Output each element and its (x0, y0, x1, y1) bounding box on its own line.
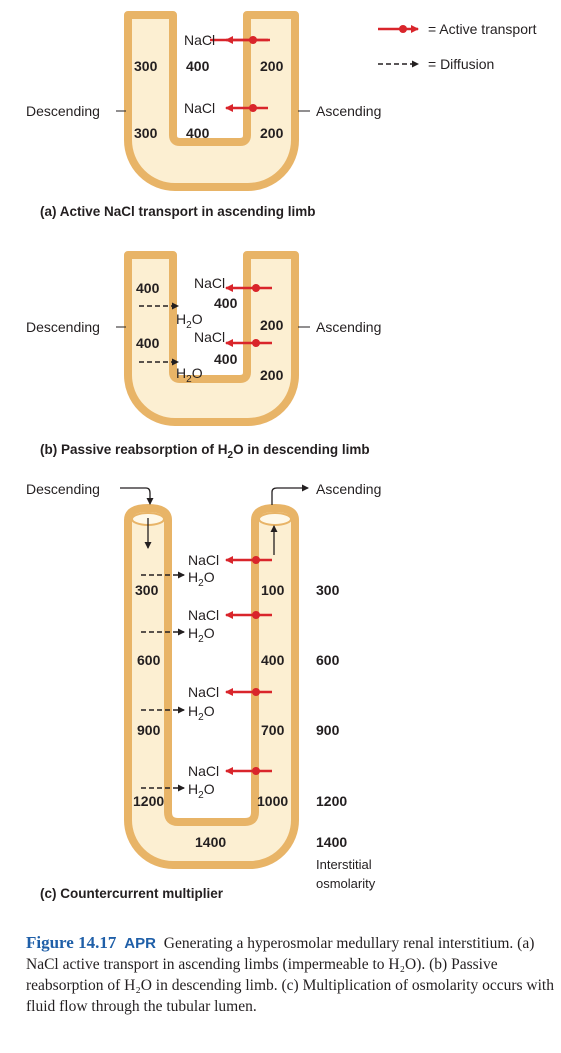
transport-row: NaCl H2O 1200 1000 1200 (133, 763, 347, 809)
ascending-value: 200 (260, 58, 284, 74)
descending-value: 300 (134, 125, 158, 141)
ascending-value: 700 (261, 722, 285, 738)
panel-a: NaCl NaCl 300 400 200 300 400 200 Descen… (26, 11, 381, 219)
ascending-value: 100 (261, 582, 285, 598)
descending-label: Descending (26, 103, 100, 119)
interstitial-value: 400 (214, 295, 238, 311)
panel-b: NaCl NaCl H2O H2O 400 400 200 400 400 20… (26, 251, 381, 461)
apr-logo: APR (124, 935, 156, 952)
loop-tube-b (124, 251, 299, 426)
ascending-label: Ascending (316, 481, 381, 497)
ascending-value: 400 (261, 652, 285, 668)
nacl-label: NaCl (194, 329, 225, 345)
nacl-label: NaCl (184, 32, 215, 48)
ascending-value: 200 (260, 317, 284, 333)
legend: = Active transport = Diffusion (378, 21, 537, 72)
loop-of-henle-diagram: = Active transport = Diffusion NaCl NaCl… (26, 11, 537, 901)
active-transport-arrow (225, 104, 268, 112)
active-transport-arrow (225, 556, 272, 564)
interstitial-value: 1400 (316, 834, 347, 850)
interstitial-value: 400 (186, 125, 210, 141)
descending-value: 300 (135, 582, 159, 598)
ascending-label: Ascending (316, 103, 381, 119)
active-transport-arrow (225, 688, 272, 696)
flow-in-arrow (120, 487, 154, 549)
interstitial-value: 600 (316, 652, 340, 668)
flow-out-arrow (270, 484, 309, 555)
h2o-label: H2O (188, 781, 215, 801)
descending-value: 900 (137, 722, 161, 738)
interstitial-value: 400 (186, 58, 210, 74)
legend-active-label: = Active transport (428, 21, 537, 37)
active-transport-arrow (225, 36, 268, 44)
h2o-label: H2O (188, 703, 215, 723)
figure-number: Figure 14.17 (26, 933, 117, 952)
interstitial-label: Interstitial (316, 857, 372, 872)
h2o-label: H2O (176, 365, 203, 385)
active-transport-legend-icon (378, 25, 419, 33)
active-transport-arrow (225, 611, 272, 619)
active-transport-arrow (225, 767, 272, 775)
ascending-value: 1000 (257, 793, 288, 809)
descending-value: 1200 (133, 793, 164, 809)
loop-tube-a (124, 11, 299, 191)
descending-value: 600 (137, 652, 161, 668)
ascending-value: 200 (260, 125, 284, 141)
interstitial-value: 1200 (316, 793, 347, 809)
panel-c: Descending Ascending NaCl H2O 300 100 30… (26, 481, 381, 901)
nacl-label: NaCl (194, 275, 225, 291)
nacl-label: NaCl (188, 684, 219, 700)
interstitial-value: 300 (316, 582, 340, 598)
interstitial-label: osmolarity (316, 876, 376, 891)
panel-caption: (c) Countercurrent multiplier (40, 886, 224, 901)
descending-value: 400 (136, 280, 160, 296)
nacl-label: NaCl (184, 100, 215, 116)
transport-row: NaCl H2O 900 700 900 (137, 684, 340, 738)
nacl-label: NaCl (188, 552, 219, 568)
loop-bottom-value: 1400 (195, 834, 226, 850)
figure-caption: Figure 14.17 APR Generating a hyperosmol… (26, 932, 556, 1017)
legend-diffusion-label: = Diffusion (428, 56, 494, 72)
figure-caption-text: Generating a hyperosmolar medullary rena… (26, 935, 554, 1015)
ascending-label: Ascending (316, 319, 381, 335)
panel-caption: (b) Passive reabsorption of H2O in desce… (40, 442, 370, 461)
panel-caption: (a) Active NaCl transport in ascending l… (40, 204, 316, 219)
nacl-label: NaCl (188, 763, 219, 779)
descending-label: Descending (26, 481, 100, 497)
descending-value: 300 (134, 58, 158, 74)
active-transport-arrow (225, 339, 272, 347)
descending-value: 400 (136, 335, 160, 351)
ascending-value: 200 (260, 367, 284, 383)
transport-row: NaCl H2O 300 100 300 (135, 552, 340, 598)
interstitial-value: 400 (214, 351, 238, 367)
h2o-label: H2O (188, 569, 215, 589)
active-transport-arrow (225, 284, 272, 292)
h2o-label: H2O (188, 625, 215, 645)
transport-row: NaCl H2O 600 400 600 (137, 607, 340, 668)
h2o-label: H2O (176, 311, 203, 331)
descending-label: Descending (26, 319, 100, 335)
nacl-label: NaCl (188, 607, 219, 623)
interstitial-value: 900 (316, 722, 340, 738)
